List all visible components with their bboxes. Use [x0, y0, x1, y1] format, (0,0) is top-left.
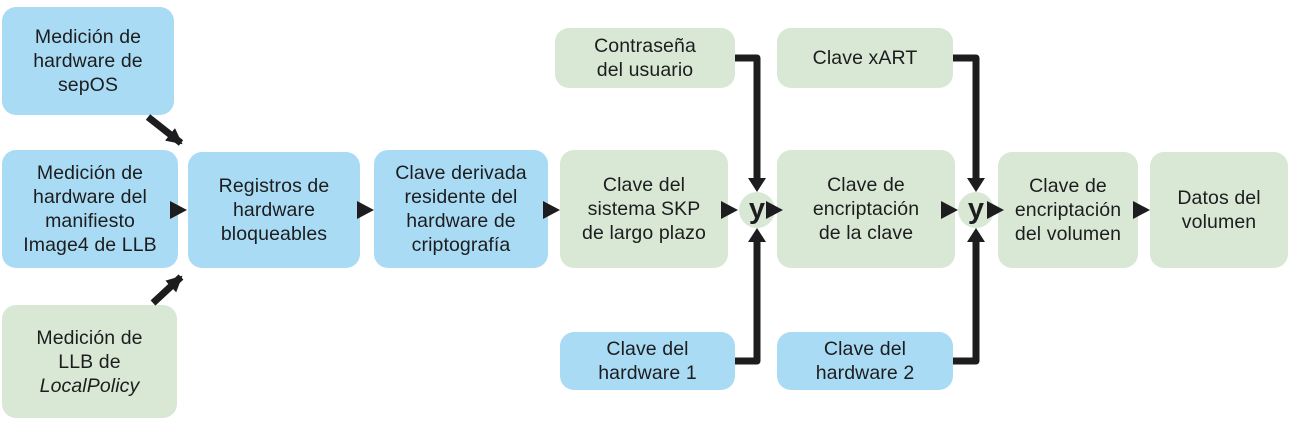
node-label-line-italic: LocalPolicy — [40, 374, 140, 398]
node-label-line: hardware de — [406, 210, 516, 232]
node-label-line: encriptación — [1014, 199, 1122, 221]
node-label-line: Medición de — [34, 26, 142, 48]
node-label-line: Clave del — [602, 174, 686, 196]
node-label-line: Clave del — [823, 338, 907, 360]
and-junction-1: y — [739, 192, 775, 228]
node-clave-sistema-skp: Clave del sistema SKP de largo plazo — [560, 150, 728, 268]
node-label-line: Medición de — [36, 162, 144, 184]
node-label-line: criptografía — [411, 234, 511, 256]
node-registros-hardware-bloqueables: Registros de hardware bloqueables — [188, 152, 360, 268]
arrow-xart-to-junction-2 — [953, 54, 980, 180]
node-label-line: hardware de — [33, 50, 143, 72]
arrowhead-xart — [967, 178, 985, 192]
node-clave-hardware-1: Clave del hardware 1 — [560, 332, 735, 390]
node-clave-hardware-2: Clave del hardware 2 — [777, 332, 953, 390]
node-label-line: de la clave — [818, 222, 914, 244]
node-clave-encriptacion-clave: Clave de encriptación de la clave — [777, 150, 955, 268]
node-medicion-hardware-sepos: Medición de hardware de sepOS — [2, 7, 174, 115]
arrow-localpolicy-to-registros — [150, 274, 184, 306]
arrow-hw1-to-junction-1 — [735, 240, 761, 365]
node-label-line: de largo plazo — [582, 222, 706, 244]
node-label-line: Clave del — [606, 338, 689, 360]
and-junction-2: y — [958, 192, 994, 228]
arrowhead-hw1 — [748, 228, 766, 242]
node-label-line: LLB de — [58, 350, 121, 373]
node-label-line: Datos del — [1177, 187, 1261, 209]
node-clave-encriptacion-volumen: Clave de encriptación del volumen — [998, 152, 1138, 268]
node-label-line: hardware — [232, 199, 316, 221]
node-label-line: Clave xART — [812, 47, 918, 69]
node-label-line: Image4 de LLB — [23, 234, 157, 256]
and-junction-label: y — [967, 192, 985, 225]
arrowhead-hw2 — [967, 228, 985, 242]
node-label-line: Clave de — [827, 174, 905, 196]
node-label-line: sistema SKP — [587, 198, 701, 220]
arrow-hw2-to-junction-2 — [953, 240, 980, 365]
node-medicion-llb-localpolicy: Medición de LLB de LocalPolicy — [2, 305, 177, 418]
node-medicion-hardware-manifiesto: Medición de hardware del manifiesto Imag… — [2, 150, 178, 268]
node-label-line: hardware del — [33, 186, 147, 208]
localpolicy-italic-text: LocalPolicy — [39, 374, 140, 397]
node-clave-derivada-residente: Clave derivada residente del hardware de… — [374, 150, 548, 268]
arrowhead-contrasena — [748, 178, 766, 192]
node-label-line: manifiesto — [45, 210, 135, 232]
node-label-line: Contraseña — [594, 35, 696, 57]
node-label-line: Medición de — [36, 326, 143, 349]
node-label-line: residente del — [404, 186, 518, 208]
arrow-contrasena-to-junction-1 — [735, 54, 761, 180]
node-label-line: Clave de — [1029, 175, 1107, 197]
node-label-line: bloqueables — [220, 223, 328, 245]
arrow-sepos-to-registros — [145, 114, 184, 146]
node-label-line: del usuario — [596, 59, 694, 81]
node-label-line: Registros de — [218, 175, 330, 197]
node-label-line: hardware 1 — [598, 362, 697, 384]
node-label-line: encriptación — [812, 198, 920, 220]
node-label-line: volumen — [1181, 211, 1257, 233]
and-junction-label: y — [748, 192, 766, 225]
node-label-line: del volumen — [1014, 223, 1122, 245]
node-datos-volumen: Datos del volumen — [1150, 152, 1288, 268]
node-contrasena-usuario: Contraseña del usuario — [555, 28, 735, 88]
node-label-line: hardware 2 — [815, 362, 915, 384]
node-label-line: Clave derivada — [395, 162, 527, 184]
node-clave-xart: Clave xART — [777, 28, 953, 88]
node-label-line: sepOS — [57, 74, 119, 96]
